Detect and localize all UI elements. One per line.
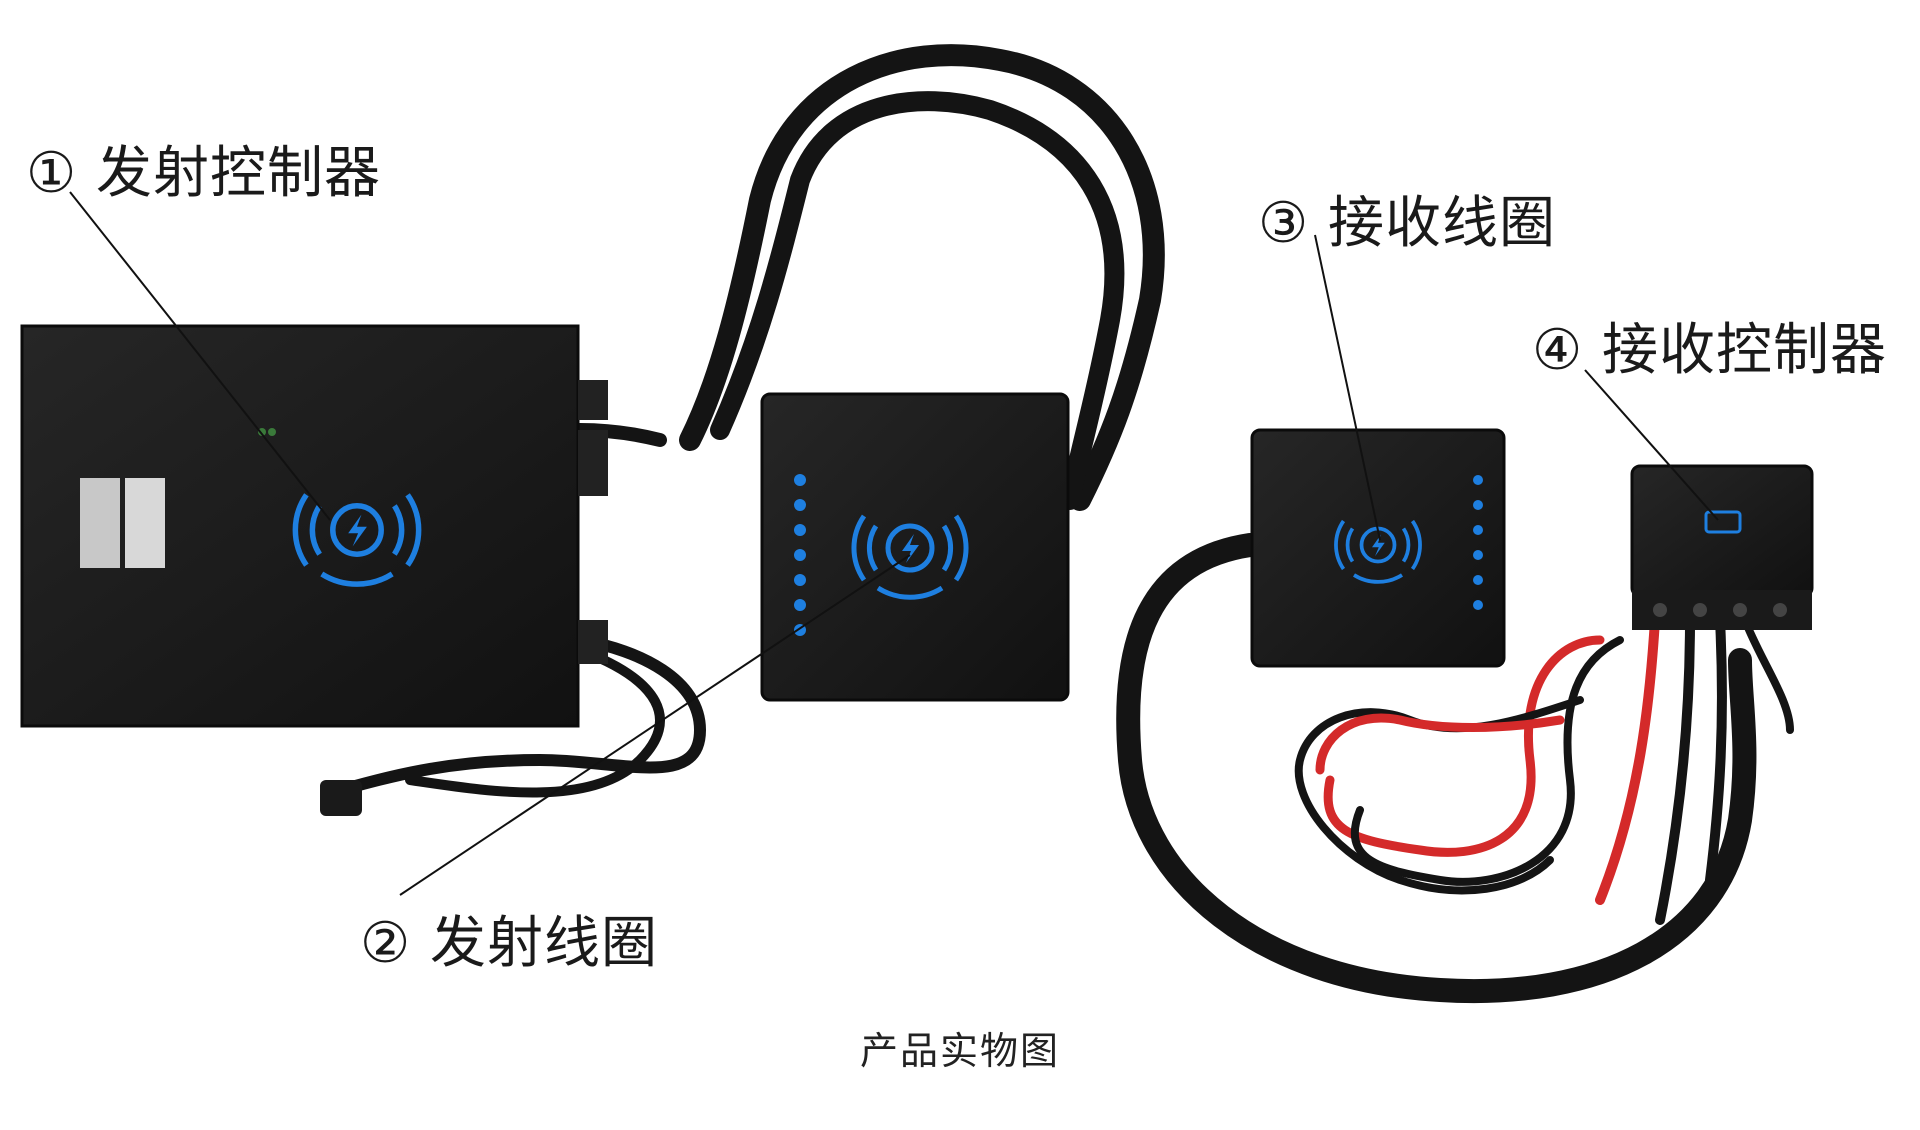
power-leads <box>1294 635 1624 895</box>
receiver-coil <box>1250 428 1506 668</box>
leader-lines <box>69 191 1719 896</box>
figure-caption: 产品实物图 <box>859 1029 1060 1073</box>
receiver-controller <box>1630 464 1814 630</box>
receiver-hose <box>1116 533 1757 1003</box>
label-transmitter-coil: ② 发射线圈 <box>360 911 659 976</box>
receiver-controller-cables <box>1595 615 1794 925</box>
label-receiver-coil: ③ 接收线圈 <box>1258 191 1557 256</box>
transmitter-coil <box>760 392 1070 702</box>
label-receiver-controller: ④ 接收控制器 <box>1532 318 1888 383</box>
label-transmitter-controller: ① 发射控制器 <box>26 141 382 206</box>
transmitter-controller <box>20 324 608 728</box>
power-cord <box>320 634 707 816</box>
